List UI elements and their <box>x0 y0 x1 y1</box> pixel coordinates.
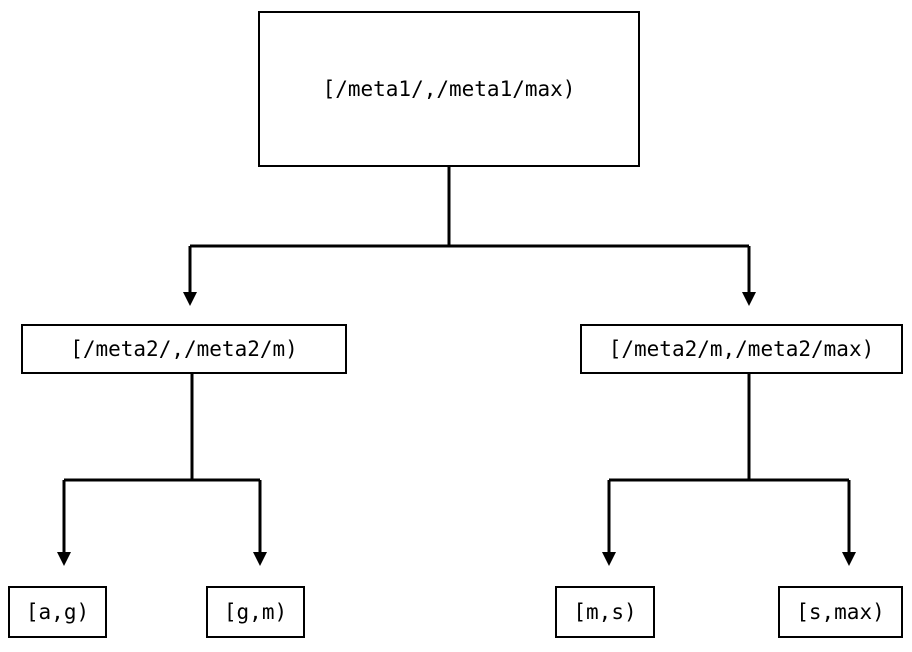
node-leaf-4-label: [s,max) <box>796 600 885 624</box>
node-leaf-1[interactable]: [a,g) <box>8 586 107 638</box>
node-root-label: [/meta1/,/meta1/max) <box>322 77 576 101</box>
edge-root-to-mid-level <box>183 167 756 306</box>
node-root[interactable]: [/meta1/,/meta1/max) <box>258 11 640 167</box>
node-leaf-3-label: [m,s) <box>573 600 637 624</box>
arrowhead-down-icon <box>57 552 71 566</box>
edge-mid-left-to-leaves <box>57 374 267 566</box>
node-mid-left-label: [/meta2/,/meta2/m) <box>70 337 298 361</box>
arrowhead-down-icon <box>253 552 267 566</box>
node-leaf-2[interactable]: [g,m) <box>206 586 305 638</box>
node-leaf-3[interactable]: [m,s) <box>555 586 655 638</box>
arrowhead-down-icon <box>602 552 616 566</box>
node-leaf-2-label: [g,m) <box>223 600 288 624</box>
arrowhead-down-icon <box>742 292 756 306</box>
arrowhead-down-icon <box>842 552 856 566</box>
node-mid-left[interactable]: [/meta2/,/meta2/m) <box>21 324 347 374</box>
arrowhead-down-icon <box>183 292 197 306</box>
node-mid-right-label: [/meta2/m,/meta2/max) <box>608 337 875 361</box>
node-leaf-1-label: [a,g) <box>25 600 90 624</box>
node-leaf-4[interactable]: [s,max) <box>778 586 903 638</box>
node-mid-right[interactable]: [/meta2/m,/meta2/max) <box>580 324 903 374</box>
edge-mid-right-to-leaves <box>602 374 856 566</box>
